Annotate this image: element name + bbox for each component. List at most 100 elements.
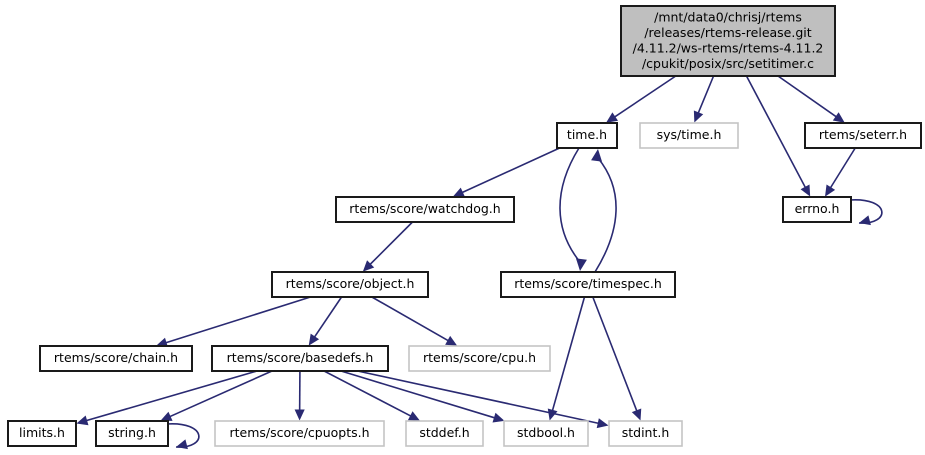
node-chain_h[interactable]: rtems/score/chain.h: [39, 345, 193, 372]
node-stdint_h[interactable]: stdint.h: [608, 420, 683, 447]
edge-basedefs_h-to-string_h: [160, 370, 273, 421]
node-label: rtems/score/cpuopts.h: [229, 425, 369, 440]
node-object_h[interactable]: rtems/score/object.h: [271, 271, 429, 298]
node-box: [335, 196, 515, 223]
node-string_h[interactable]: string.h: [95, 420, 169, 447]
node-label: rtems/seterr.h: [819, 127, 907, 142]
edge-line: [340, 370, 499, 420]
node-box: [503, 420, 589, 447]
node-box: [620, 5, 836, 77]
edge-time_h-to-watchdog_h: [452, 147, 560, 197]
node-box: [804, 122, 922, 149]
node-watchdog_h[interactable]: rtems/score/watchdog.h: [335, 196, 515, 223]
node-errno_h[interactable]: errno.h: [782, 196, 852, 223]
edge-arrowhead: [407, 411, 420, 421]
edge-timespec_h-to-stdbool_h: [547, 296, 586, 421]
node-timespec_h[interactable]: rtems/score/timespec.h: [500, 271, 676, 298]
node-label: time.h: [567, 127, 607, 142]
node-box: [405, 420, 484, 447]
node-label: errno.h: [795, 201, 840, 216]
edge-errno_h-to-errno_h: [848, 199, 883, 226]
edge-basedefs_h-to-cpuopts_h: [294, 370, 305, 421]
node-label: rtems/score/timespec.h: [514, 276, 662, 291]
edge-string_h-to-string_h: [165, 423, 200, 450]
edge-object_h-to-chain_h: [156, 296, 311, 348]
node-box: [556, 122, 618, 149]
node-cpuopts_h[interactable]: rtems/score/cpuopts.h: [214, 420, 385, 447]
edge-line: [82, 370, 258, 423]
edge-arrowhead: [800, 184, 811, 197]
node-box: [39, 345, 193, 372]
node-time_h[interactable]: time.h: [556, 122, 618, 149]
edge-arrowhead: [176, 439, 188, 450]
edge-line: [592, 296, 639, 415]
edge-object_h-to-basedefs_h: [308, 296, 343, 346]
node-label: /cpukit/posix/src/setitimer.c: [642, 56, 814, 71]
node-stddef_h[interactable]: stddef.h: [405, 420, 484, 447]
edge-line: [323, 370, 415, 419]
node-box: [408, 345, 551, 372]
edge-seterr_h-to-errno_h: [825, 147, 856, 197]
edge-arrowhead: [631, 408, 642, 421]
node-label: rtems/score/cpu.h: [423, 350, 536, 365]
edge-arrowhead: [859, 215, 871, 226]
edge-root-to-seterr_h: [777, 75, 845, 123]
edge-line: [371, 296, 452, 343]
edge-line: [550, 296, 586, 414]
edge-arrowhead: [596, 418, 609, 429]
node-box: [271, 271, 429, 298]
node-label: /4.11.2/ws-rtems/rtems-4.11.2: [633, 40, 824, 55]
node-box: [95, 420, 169, 447]
edge-root-to-time_h: [606, 75, 677, 123]
edge-arrowhead: [308, 333, 320, 346]
node-seterr_h[interactable]: rtems/seterr.h: [804, 122, 922, 149]
edge-line: [458, 147, 560, 195]
node-stdbool_h[interactable]: stdbool.h: [503, 420, 589, 447]
edge-line: [367, 221, 414, 268]
node-label: string.h: [108, 425, 156, 440]
edge-arrowhead: [492, 412, 505, 423]
edge-basedefs_h-to-stdint_h: [357, 370, 609, 429]
edge-time_h-to-timespec_h: [559, 147, 587, 271]
edge-line: [745, 75, 808, 191]
node-label: /releases/rtems-release.git: [644, 25, 811, 40]
edge-watchdog_h-to-object_h: [362, 221, 414, 272]
node-label: rtems/score/chain.h: [54, 350, 178, 365]
node-limits_h[interactable]: limits.h: [7, 420, 77, 447]
edge-timespec_h-to-time_h: [591, 149, 617, 273]
edge-object_h-to-cpu_h: [371, 296, 458, 346]
edge-timespec_h-to-stdint_h: [592, 296, 642, 421]
node-label: stddef.h: [419, 425, 469, 440]
edge-arrowhead: [832, 112, 845, 123]
edge-basedefs_h-to-stdbool_h: [340, 370, 505, 423]
edge-arrowhead: [606, 112, 619, 123]
edge-arrowhead: [693, 110, 704, 123]
edge-line: [357, 370, 602, 425]
edge-basedefs_h-to-stddef_h: [323, 370, 420, 421]
node-label: stdint.h: [622, 425, 670, 440]
edge-line: [828, 147, 856, 192]
edge-line: [166, 370, 273, 419]
edge-arrowhead: [156, 337, 169, 348]
node-label: rtems/score/watchdog.h: [349, 201, 500, 216]
edge-arrowhead: [160, 411, 173, 421]
node-box: [782, 196, 852, 223]
edge-line: [777, 75, 840, 120]
node-box: [500, 271, 676, 298]
edge-arrowhead: [575, 258, 587, 271]
node-label: sys/time.h: [657, 127, 722, 142]
node-root[interactable]: /mnt/data0/chrisj/rtems/releases/rtems-r…: [620, 5, 836, 77]
edge-basedefs_h-to-limits_h: [76, 370, 258, 426]
node-sys_time_h[interactable]: sys/time.h: [639, 122, 739, 149]
node-cpu_h[interactable]: rtems/score/cpu.h: [408, 345, 551, 372]
edge-line: [611, 75, 677, 120]
edge-arrowhead: [591, 149, 603, 162]
edge-line: [594, 157, 617, 273]
edge-line: [311, 296, 343, 341]
node-basedefs_h[interactable]: rtems/score/basedefs.h: [211, 345, 389, 372]
edge-arrowhead: [452, 187, 465, 197]
node-box: [7, 420, 77, 447]
node-layer: /mnt/data0/chrisj/rtems/releases/rtems-r…: [7, 5, 922, 447]
edge-arrowhead: [445, 335, 458, 346]
